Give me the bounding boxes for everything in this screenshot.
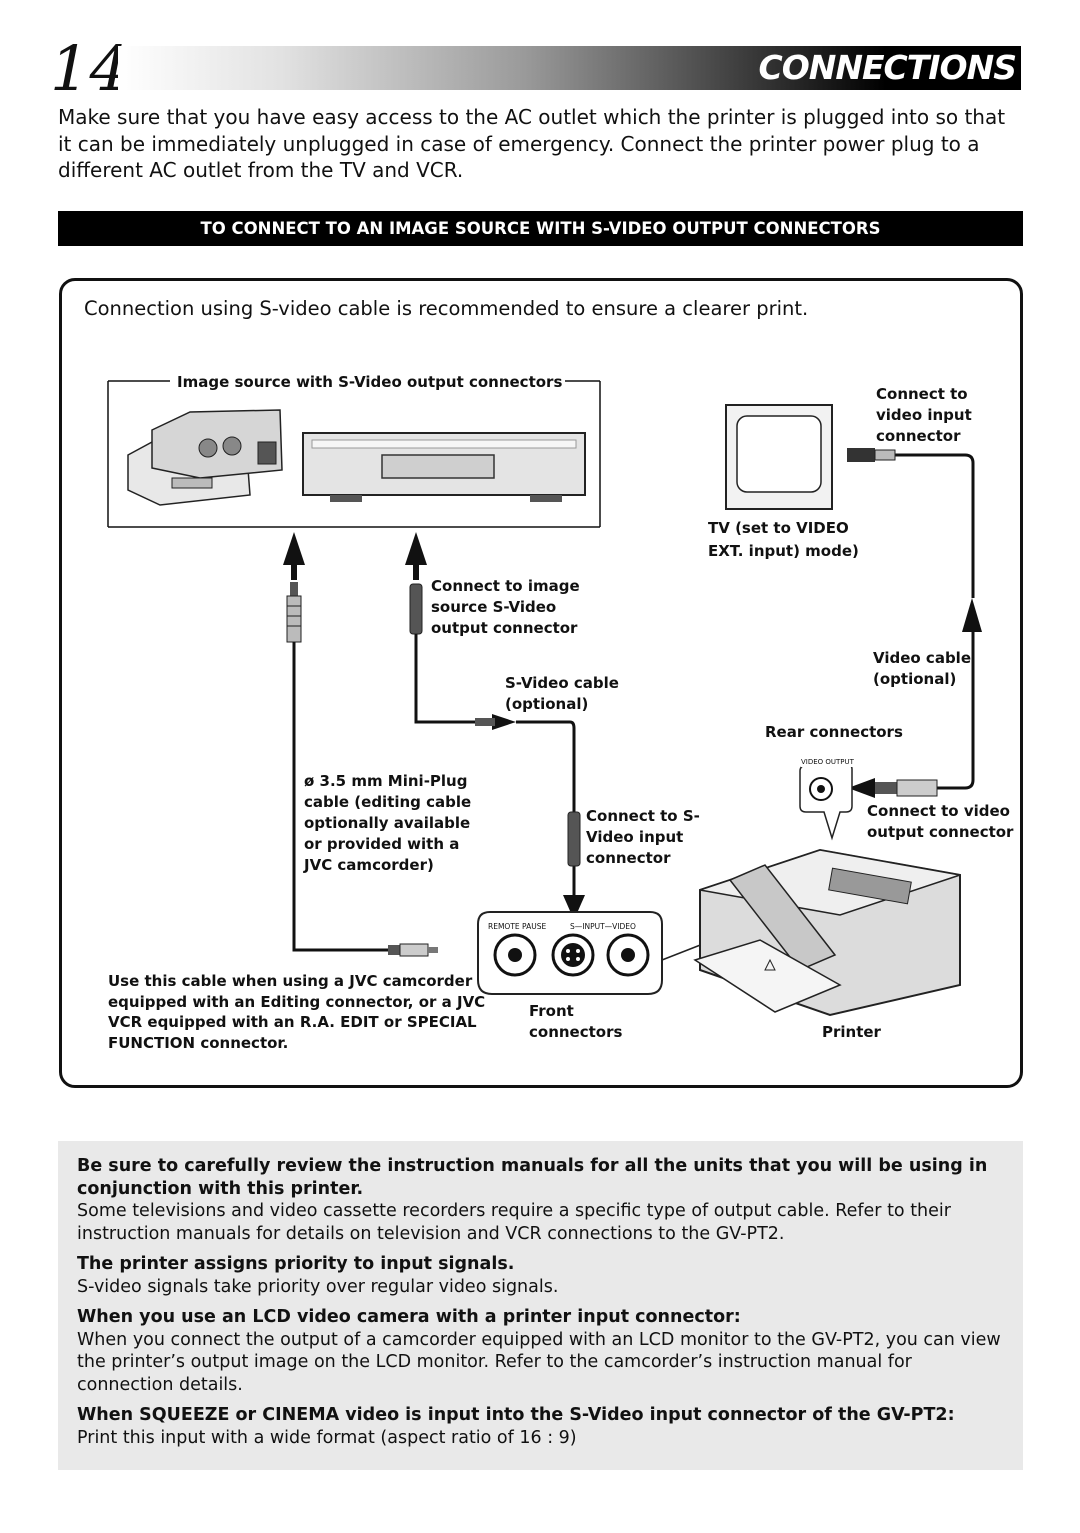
label-line: connectors — [529, 1023, 623, 1041]
tv-label: TV (set to VIDEO EXT. input) mode) — [708, 517, 859, 563]
intro-paragraph: Make sure that you have easy access to t… — [58, 105, 1006, 182]
label-line: or provided with a — [304, 835, 460, 853]
note-4-title: When SQUEEZE or CINEMA video is input in… — [77, 1405, 955, 1425]
header-bar — [118, 46, 1021, 90]
miniplug-label: ø 3.5 mm Mini-Plug cable (editing cable … — [304, 771, 471, 876]
miniplug-connector-icon — [286, 582, 302, 643]
label-line: connector — [876, 427, 961, 445]
cable-join-icon — [475, 718, 495, 726]
svideo-cable-label: S-Video cable (optional) — [505, 673, 619, 715]
cables — [292, 453, 975, 952]
label-line: JVC camcorder) — [304, 856, 434, 874]
label-line: FUNCTION connector. — [108, 1033, 289, 1052]
video-output-tag: VIDEO OUTPUT — [801, 757, 854, 767]
front-connectors-label: Front connectors — [529, 1001, 622, 1043]
label-line: EXT. input) mode) — [708, 542, 859, 560]
page-number: 14 — [50, 32, 129, 105]
label-line: source S-Video — [431, 598, 557, 616]
label-line: TV (set to VIDEO — [708, 519, 849, 537]
label-line: (optional) — [873, 670, 957, 688]
label-line: connector — [586, 849, 671, 867]
note-3-title: When you use an LCD video camera with a … — [77, 1307, 741, 1327]
label-line: VCR equipped with an R.A. EDIT or SPECIA… — [108, 1013, 477, 1031]
video-cable-label: Video cable (optional) — [873, 648, 971, 690]
label-line: Use this cable when using a JVC camcorde… — [108, 972, 473, 990]
rear-connector-callout — [799, 764, 853, 841]
rca-plug-rear-icon — [848, 778, 938, 798]
note-1-title: Be sure to carefully review the instruct… — [77, 1156, 988, 1199]
image-source-box — [107, 380, 601, 528]
note-2-title: The printer assigns priority to input si… — [77, 1254, 515, 1274]
section-heading: TO CONNECT TO AN IMAGE SOURCE WITH S-VID… — [58, 211, 1023, 246]
note-1-body: Some televisions and video cassette reco… — [77, 1201, 951, 1244]
label-line: cable (editing cable — [304, 793, 472, 811]
tv-connect-label: Connect to video input connector — [876, 384, 972, 447]
input-tag: S—INPUT—VIDEO — [570, 922, 636, 931]
connect-svideo-label: Connect to S- Video input connector — [586, 806, 700, 869]
svideo-plug-printer-icon — [563, 811, 585, 920]
page-title: CONNECTIONS — [758, 48, 1017, 87]
label-line: Connect to video — [867, 802, 1010, 820]
label-line: Connect to image — [431, 577, 580, 595]
diagram-frame — [59, 278, 1023, 1088]
note-2-body: S-video signals take priority over regul… — [77, 1276, 559, 1297]
vcr-icon — [302, 432, 586, 502]
label-line: output connector — [431, 619, 578, 637]
front-connector-panel — [477, 911, 709, 995]
svideo-plug-icon — [409, 583, 423, 635]
miniplug-bottom-icon — [388, 943, 438, 957]
printer-icon — [693, 848, 961, 1017]
camcorder-icon — [127, 409, 283, 506]
label-line: Connect to S- — [586, 807, 700, 825]
remote-pause-tag: REMOTE PAUSE — [488, 922, 547, 931]
label-line: equipped with an Editing connector, or a… — [108, 992, 486, 1011]
arrow-right-icon — [492, 714, 516, 730]
printer-label: Printer — [822, 1023, 881, 1041]
note-4-body: Print this input with a wide format (asp… — [77, 1427, 577, 1448]
note-3-body: When you connect the output of a camcord… — [77, 1329, 1001, 1395]
rear-connectors-label: Rear connectors — [765, 723, 903, 741]
label-line: video input — [876, 406, 972, 424]
diagram-intro: Connection using S-video cable is recomm… — [84, 297, 809, 320]
notes-box: Be sure to carefully review the instruct… — [58, 1141, 1023, 1470]
tv-icon — [725, 404, 833, 510]
label-line: Video input — [586, 828, 684, 846]
label-line: Video cable — [873, 649, 971, 667]
arrow-up-icon — [283, 532, 982, 632]
cable-note: Use this cable when using a JVC camcorde… — [108, 971, 485, 1053]
connect-video-output-label: Connect to video output connector — [867, 801, 1013, 843]
rca-plug-icon — [847, 448, 896, 462]
label-line: Connect to — [876, 385, 968, 403]
label-line: optionally available — [304, 814, 471, 832]
label-line: (optional) — [505, 695, 589, 713]
label-line: Front — [529, 1002, 574, 1020]
source-connect-label: Connect to image source S-Video output c… — [431, 576, 580, 639]
label-line: output connector — [867, 823, 1014, 841]
label-line: S-Video cable — [505, 674, 619, 692]
image-source-label: Image source with S-Video output connect… — [174, 372, 566, 393]
label-line: ø 3.5 mm Mini-Plug — [304, 772, 468, 790]
